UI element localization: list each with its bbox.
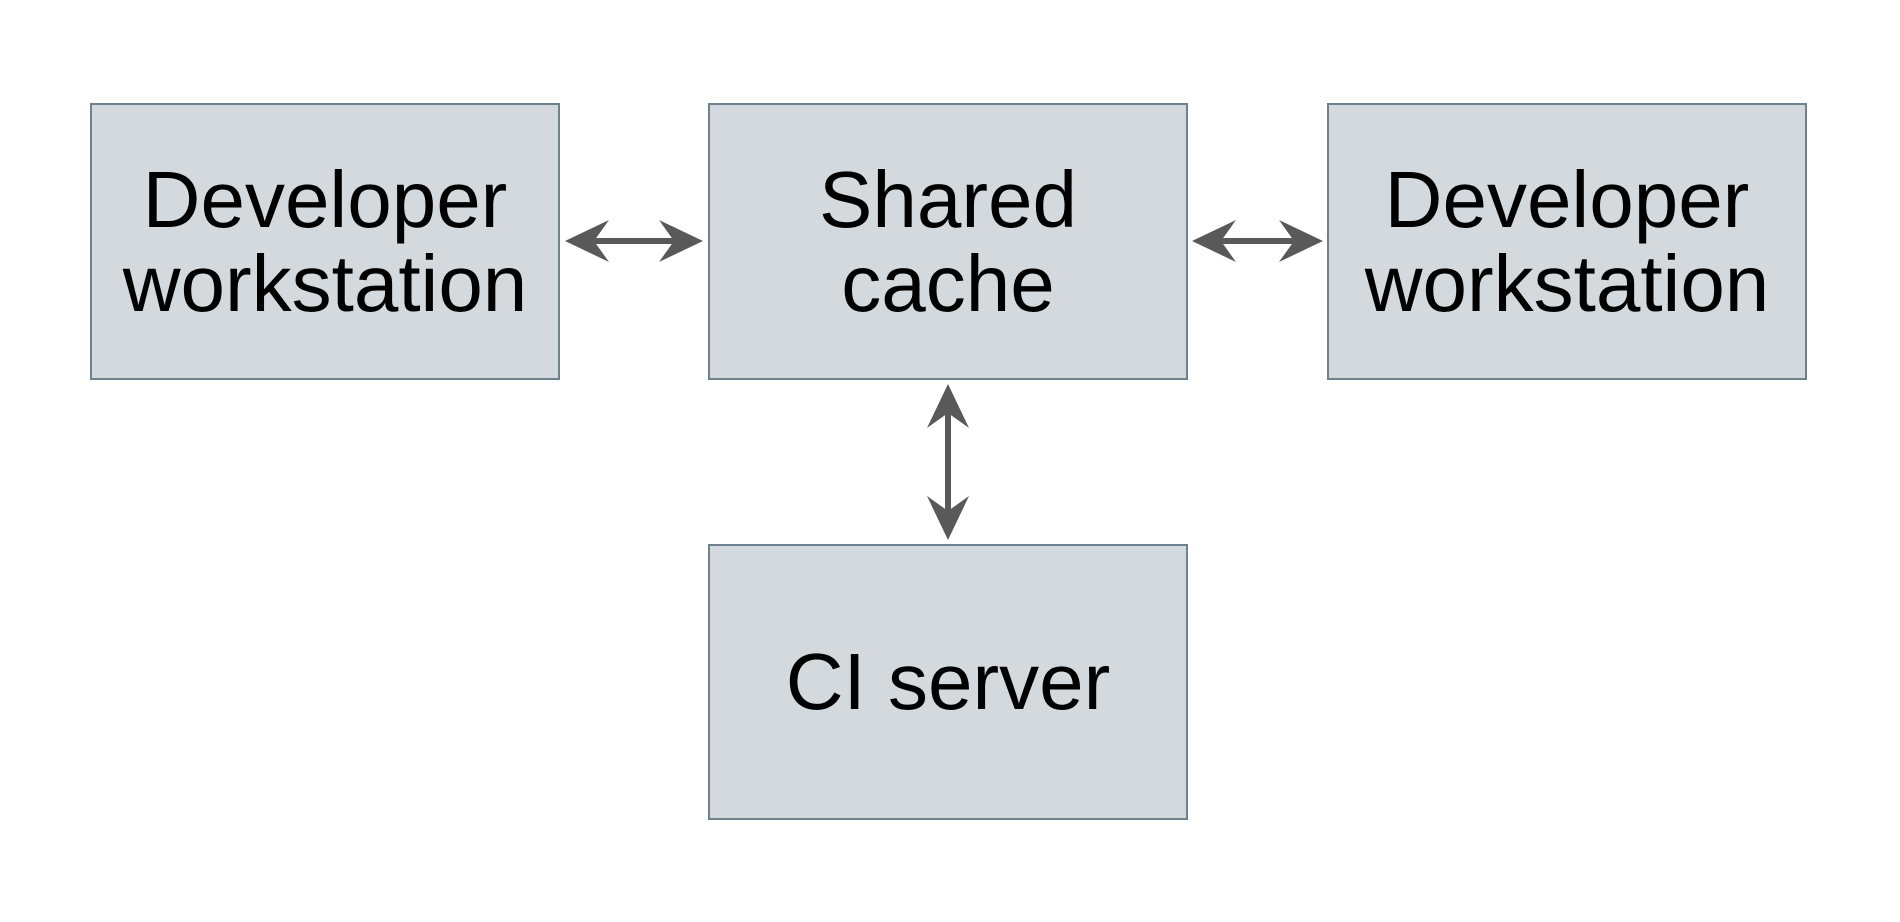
arrowhead-down-icon	[927, 496, 969, 540]
arrowhead-left-icon	[1192, 220, 1236, 262]
node-developer-workstation-left-label: Developer workstation	[122, 154, 528, 328]
arrowhead-up-icon	[927, 384, 969, 428]
node-shared-cache: Shared cache	[708, 103, 1188, 380]
node-developer-workstation-right: Developer workstation	[1327, 103, 1807, 380]
node-developer-workstation-left: Developer workstation	[90, 103, 560, 380]
connector-left-workstation-shared-cache-bidirectional-arrow	[565, 220, 703, 262]
arrowhead-right-icon	[1279, 220, 1323, 262]
node-shared-cache-label: Shared cache	[819, 154, 1077, 328]
node-ci-server: CI server	[708, 544, 1188, 820]
connector-shared-cache-right-workstation-bidirectional-arrow	[1192, 220, 1323, 262]
node-ci-server-label: CI server	[785, 637, 1111, 726]
connector-shared-cache-ci-server-bidirectional-arrow	[927, 384, 969, 540]
arrowhead-right-icon	[659, 220, 703, 262]
node-developer-workstation-right-label: Developer workstation	[1364, 154, 1770, 328]
arrowhead-left-icon	[565, 220, 609, 262]
